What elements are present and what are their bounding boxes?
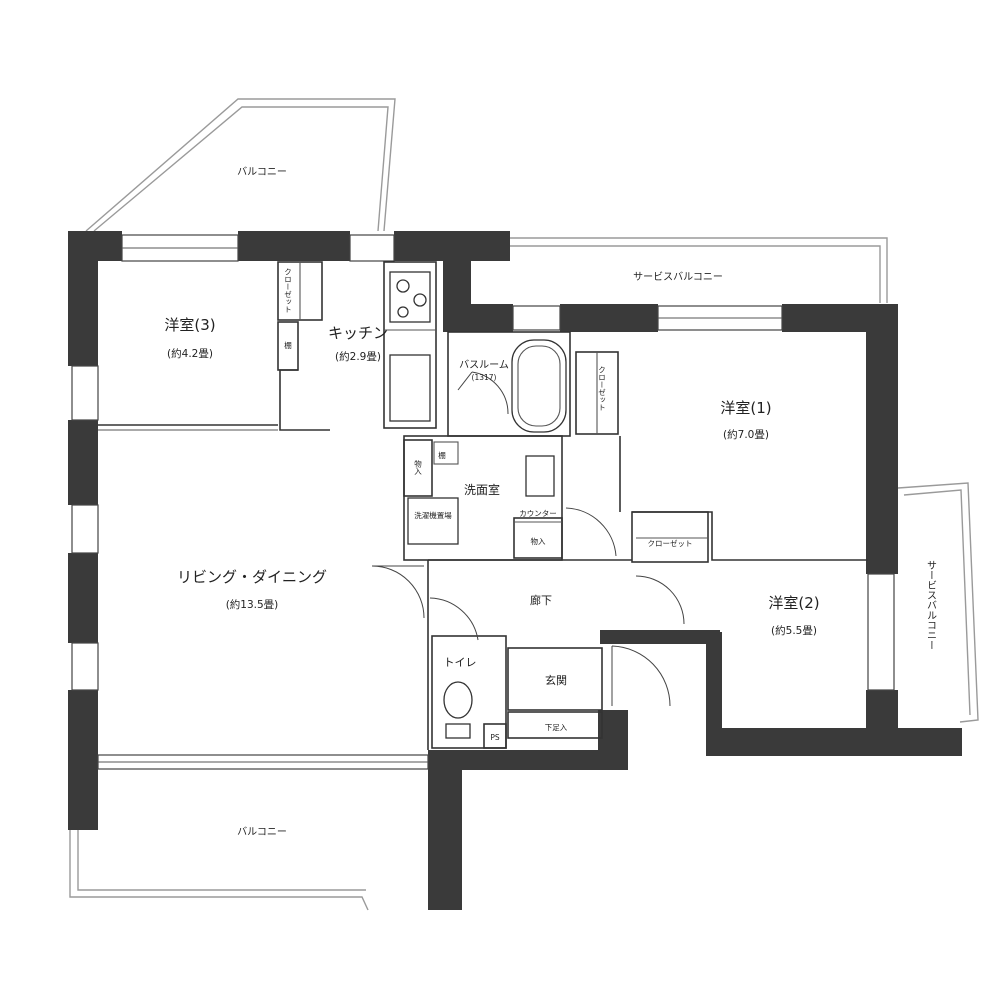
storage-hall-label: 物入	[531, 536, 546, 546]
room-washroom-name: 洗面室	[464, 482, 500, 497]
room-ldk-area: (約13.5畳)	[226, 598, 279, 611]
closet-western2-label: クローゼット	[648, 538, 693, 548]
room-western3-area: (約4.2畳)	[167, 347, 213, 360]
shoe-storage-label: 下足入	[545, 723, 568, 732]
room-toilet-name: トイレ	[444, 656, 477, 669]
balcony-bottom-label: バルコニー	[237, 826, 287, 838]
room-bathroom-name: バスルーム	[459, 359, 509, 371]
windows	[71, 234, 895, 770]
closet-western1-label: クローゼット	[597, 366, 606, 411]
room-western3-name: 洋室(3)	[164, 316, 215, 334]
counter-label: カウンター	[519, 509, 557, 518]
service-balcony-right-label: サービスバルコニー	[925, 560, 937, 650]
balcony-outlines	[69, 98, 979, 911]
pipe-space-label: PS	[490, 733, 500, 742]
room-kitchen-name: キッチン	[328, 324, 388, 342]
labels: バルコニー サービスバルコニー サービスバルコニー バルコニー 洋室(3) (約…	[164, 166, 936, 838]
room-ldk-name: リビング・ダイニング	[177, 568, 327, 586]
doors	[371, 371, 685, 707]
room-western2-name: 洋室(2)	[768, 594, 819, 612]
room-bathroom-note: (1317)	[472, 373, 497, 382]
shelf-washroom-label: 棚	[438, 450, 446, 460]
balcony-top-label: バルコニー	[237, 166, 287, 178]
room-kitchen-area: (約2.9畳)	[335, 350, 381, 363]
room-western1-area: (約7.0畳)	[723, 428, 769, 441]
storage-kitchen-label: 物入	[413, 459, 422, 476]
room-western2-area: (約5.5畳)	[771, 624, 817, 637]
room-hallway-name: 廊下	[530, 593, 552, 607]
room-western1-name: 洋室(1)	[720, 399, 771, 417]
shelf-western3-label: 棚	[284, 340, 292, 350]
washer-space-label: 洗濯機置場	[414, 510, 452, 520]
partitions	[98, 261, 868, 750]
closet-western3-label: クローゼット	[283, 268, 292, 313]
room-entrance-name: 玄関	[545, 673, 567, 687]
walls	[68, 231, 962, 910]
service-balcony-top-label: サービスバルコニー	[633, 271, 723, 283]
